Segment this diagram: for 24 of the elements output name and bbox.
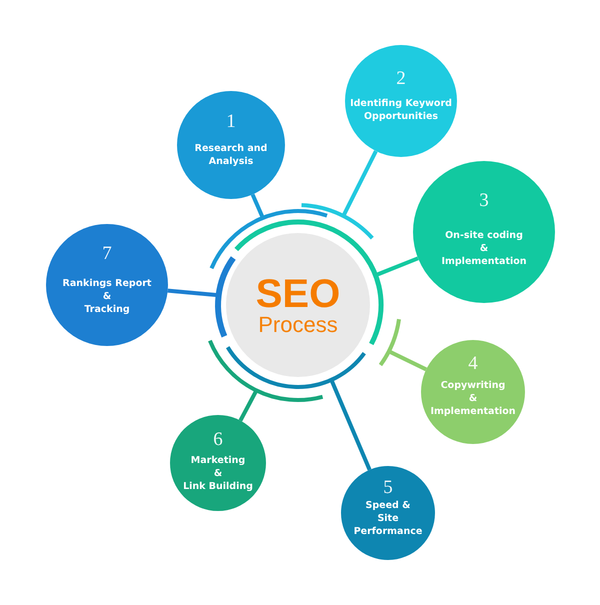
step-number: 5 <box>383 478 393 496</box>
step-number: 3 <box>479 192 489 210</box>
step-label: On-site coding & Implementation <box>441 229 527 268</box>
step-number: 4 <box>468 354 478 372</box>
connector-line <box>388 350 428 372</box>
connector-line <box>238 389 258 422</box>
step-label: Speed & Site Performance <box>354 498 422 538</box>
center-circle <box>226 233 370 377</box>
connector-line <box>376 256 419 277</box>
connector-line <box>250 194 265 219</box>
connector-line <box>330 379 372 471</box>
step-label: Marketing & Link Building <box>183 454 253 492</box>
step-number: 7 <box>102 244 112 262</box>
step-number: 2 <box>396 70 406 88</box>
connector-line <box>342 150 378 217</box>
step-number: 6 <box>213 430 223 448</box>
step-label: Rankings Report & Tracking <box>62 276 152 316</box>
hub-subtitle: Process <box>258 314 338 336</box>
step-number: 1 <box>226 112 236 130</box>
step-label: Identifing Keyword Opportunities <box>350 96 452 122</box>
hub-title: SEO <box>256 274 340 314</box>
connector-line <box>168 288 218 298</box>
step-label: Copywriting & Implementation <box>430 378 516 418</box>
step-label: Research and Analysis <box>194 142 268 168</box>
